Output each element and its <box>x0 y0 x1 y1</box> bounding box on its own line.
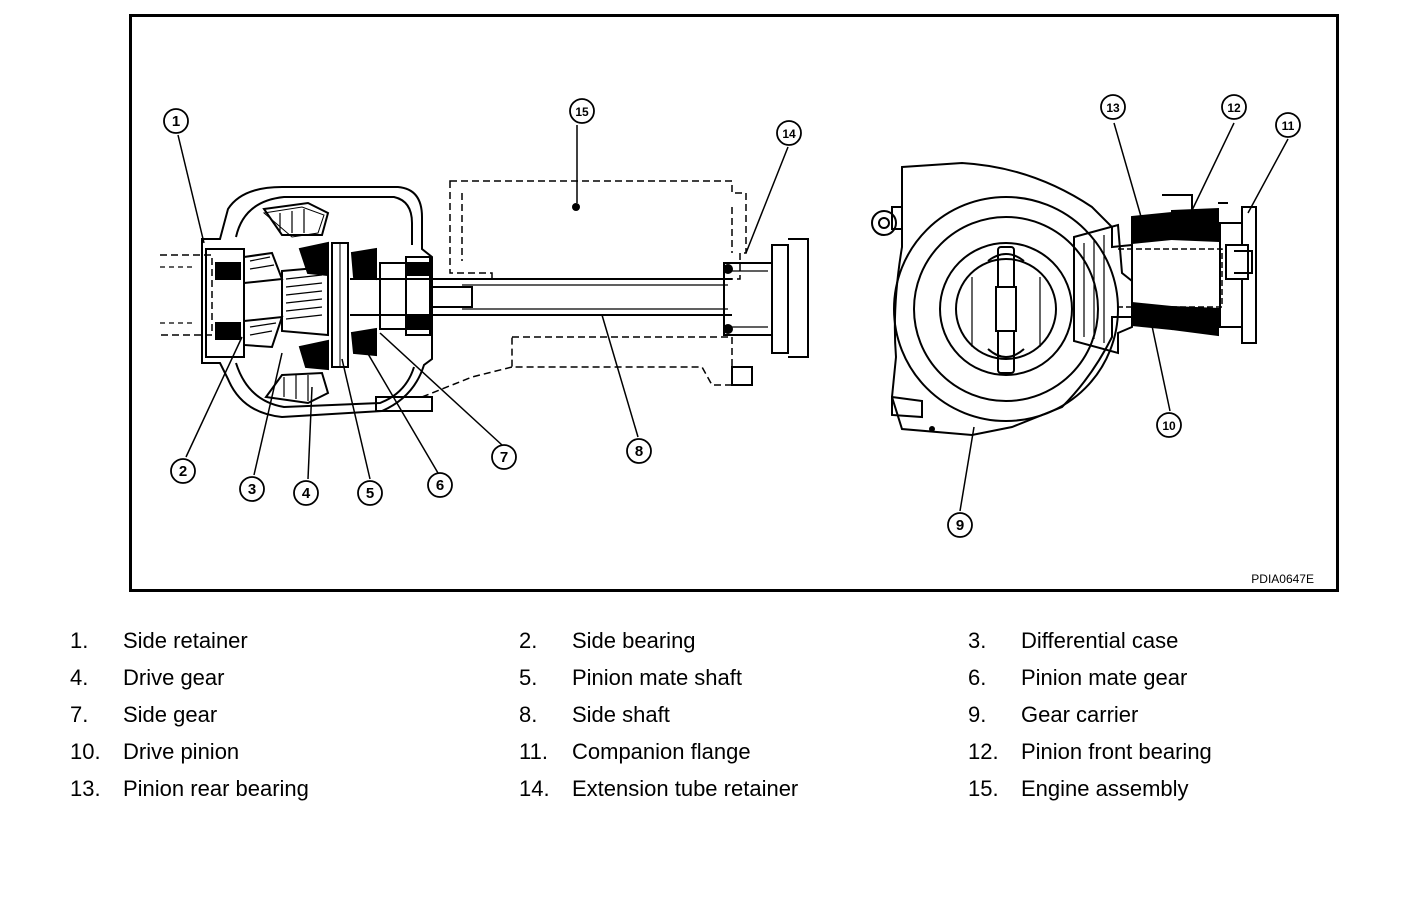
left-view-drawing <box>160 180 809 419</box>
legend-number: 8. <box>519 702 538 727</box>
legend-label: Differential case <box>1021 628 1179 653</box>
callout-10: 10 <box>1156 412 1182 438</box>
parts-legend: 1. Side retainer 2. Side bearing 3. Diff… <box>0 624 1408 814</box>
callout-2: 2 <box>170 458 196 484</box>
callout-12-label: 12 <box>1227 101 1241 115</box>
legend-number: 14. <box>519 776 550 801</box>
legend-number: 7. <box>70 702 89 727</box>
callout-8: 8 <box>626 438 652 464</box>
callout-13-label: 13 <box>1106 101 1120 115</box>
legend-label: Engine assembly <box>1021 776 1189 801</box>
callout-5-label: 5 <box>366 485 374 502</box>
legend-label: Gear carrier <box>1021 702 1139 727</box>
callout-6-label: 6 <box>436 477 444 494</box>
callout-3: 3 <box>239 476 265 502</box>
legend-number: 13. <box>70 776 101 801</box>
legend-label: Companion flange <box>572 739 751 764</box>
callout-10-label: 10 <box>1162 419 1176 433</box>
right-view-drawing <box>871 161 1257 437</box>
callout-2-label: 2 <box>179 463 187 480</box>
callout-12: 12 <box>1221 94 1247 120</box>
legend-number: 4. <box>70 665 89 690</box>
legend-number: 12. <box>968 739 999 764</box>
callout-9-label: 9 <box>956 517 964 534</box>
callout-14-label: 14 <box>782 127 796 141</box>
callout-14: 14 <box>776 120 802 146</box>
callout-7: 7 <box>491 444 517 470</box>
legend-number: 10. <box>70 739 101 764</box>
differential-cross-section-drawing: 1 2 3 4 5 6 7 8 <box>160 94 1301 538</box>
callout-3-label: 3 <box>248 481 256 498</box>
legend-number: 9. <box>968 702 987 727</box>
callout-8-label: 8 <box>635 443 643 460</box>
legend-number: 5. <box>519 665 538 690</box>
legend-label: Side bearing <box>572 628 696 653</box>
callout-1: 1 <box>163 108 189 134</box>
callout-13: 13 <box>1100 94 1126 120</box>
leader-lines <box>177 122 1289 512</box>
callout-1-label: 1 <box>172 113 180 130</box>
legend-label: Drive pinion <box>123 739 240 764</box>
legend-number: 3. <box>968 628 987 653</box>
callout-11: 11 <box>1275 112 1301 138</box>
callout-5: 5 <box>357 480 383 506</box>
legend-label: Pinion mate gear <box>1021 665 1188 690</box>
diagram-frame: 1 2 3 4 5 6 7 8 <box>129 14 1339 592</box>
legend-number: 11. <box>519 739 548 764</box>
callout-7-label: 7 <box>500 449 508 466</box>
legend-label: Extension tube retainer <box>572 776 799 801</box>
figure-code: PDIA0647E <box>1251 572 1314 586</box>
legend-number: 6. <box>968 665 987 690</box>
callout-15: 15 <box>569 98 595 124</box>
legend-label: Drive gear <box>123 665 225 690</box>
legend-label: Pinion mate shaft <box>572 665 742 690</box>
legend-number: 15. <box>968 776 999 801</box>
callout-15-label: 15 <box>575 105 589 119</box>
callout-4: 4 <box>293 480 319 506</box>
callout-9: 9 <box>947 512 973 538</box>
legend-label: Side retainer <box>123 628 248 653</box>
callout-4-label: 4 <box>302 485 311 502</box>
callout-6: 6 <box>427 472 453 498</box>
legend-label: Side gear <box>123 702 218 727</box>
callout-11-label: 11 <box>1282 119 1295 133</box>
legend-label: Side shaft <box>572 702 670 727</box>
legend-label: Pinion front bearing <box>1021 739 1212 764</box>
legend-number: 2. <box>519 628 538 653</box>
legend-label: Pinion rear bearing <box>123 776 309 801</box>
legend-number: 1. <box>70 628 89 653</box>
